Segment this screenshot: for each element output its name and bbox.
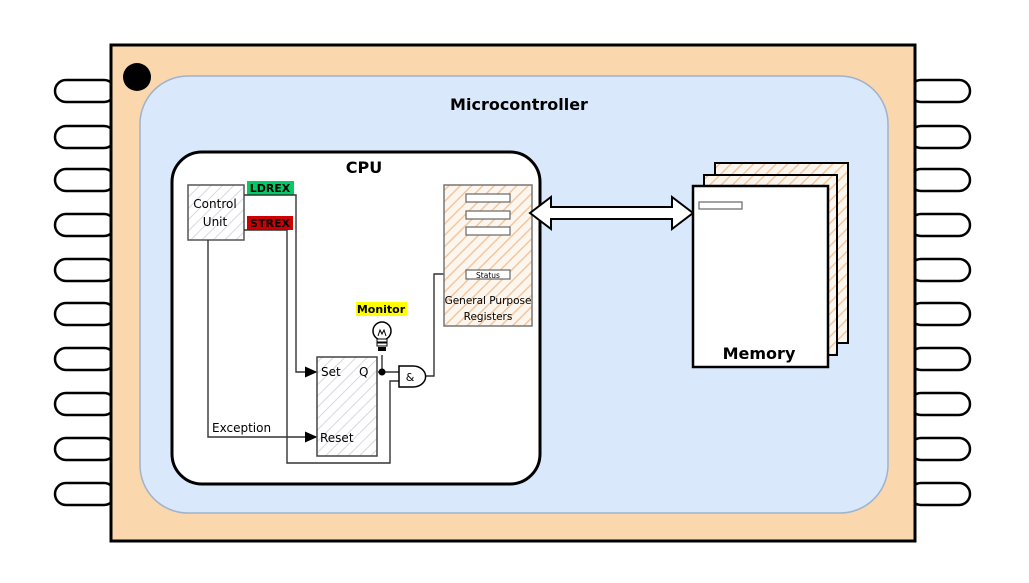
control-unit-label-line2: Unit <box>203 215 228 229</box>
monitor-badge <box>356 302 407 316</box>
status-register-label: Status <box>476 271 500 280</box>
control-unit-label-line1: Control <box>193 197 236 211</box>
general-purpose-registers-box <box>443 184 533 327</box>
wire-exception-to-reset <box>207 240 318 443</box>
lightbulb-icon <box>372 321 392 351</box>
cpu-title: CPU <box>346 158 382 177</box>
ldrex-badge <box>247 181 294 195</box>
memory-stack <box>691 162 849 369</box>
chip-pins-right <box>908 78 972 507</box>
set-reset-flipflop <box>316 356 378 457</box>
strex-label: STREX <box>250 217 290 230</box>
register-slot <box>465 210 511 220</box>
chip-pins-left <box>53 78 117 507</box>
strex-badge <box>247 216 293 230</box>
registers-label-line1: General Purpose <box>445 295 532 307</box>
flipflop-q-label: Q <box>359 365 368 379</box>
flipflop-set-label: Set <box>321 365 341 379</box>
pin1-marker <box>123 63 151 91</box>
wire-strex-to-and <box>244 229 399 464</box>
microcontroller-title: Microcontroller <box>450 95 588 114</box>
wires <box>207 194 464 464</box>
memory-slot <box>698 201 743 210</box>
flipflop-reset-label: Reset <box>320 431 354 445</box>
wire-ldrex-to-set <box>244 194 318 378</box>
and-gate-label: & <box>406 371 415 384</box>
q-junction <box>378 368 386 376</box>
status-register <box>465 269 511 280</box>
memory-label: Memory <box>723 344 796 363</box>
monitor-label: Monitor <box>357 303 406 316</box>
ldrex-label: LDREX <box>250 182 291 195</box>
registers-label-line2: Registers <box>464 311 513 323</box>
and-gate <box>398 365 427 388</box>
exception-label: Exception <box>212 421 271 435</box>
register-slot <box>465 226 511 236</box>
control-unit-box <box>187 184 245 241</box>
register-slot <box>465 193 511 203</box>
